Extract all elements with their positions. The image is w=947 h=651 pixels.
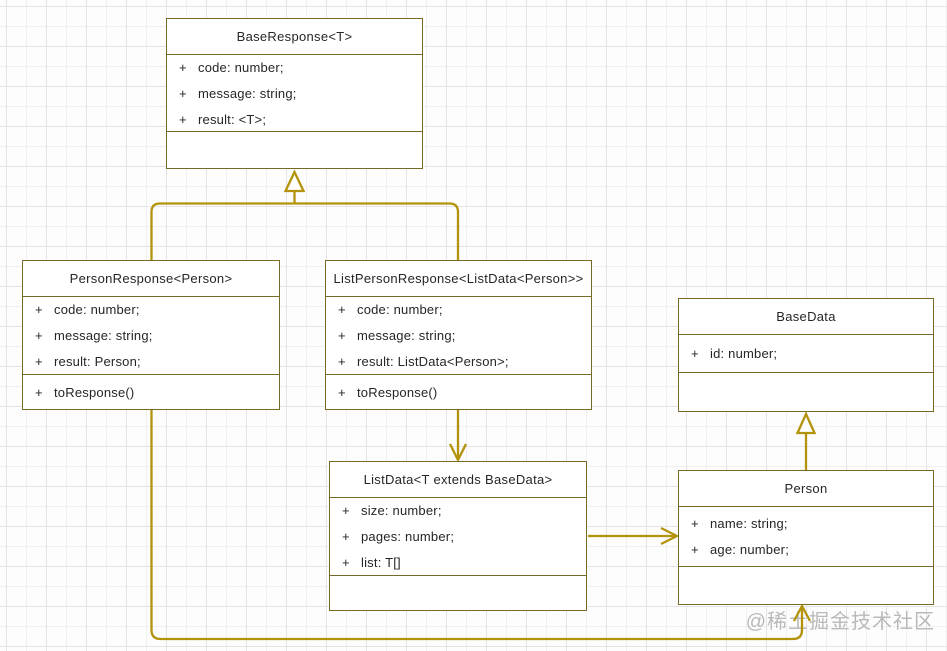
class-member-row: + id: number; (679, 341, 933, 367)
watermark-text: @稀土掘金技术社区 (745, 611, 935, 633)
generalization-person-to-basedata-arrow (795, 411, 817, 470)
class-box-person: Person + name: string; + age: number; (678, 470, 934, 605)
methods-section-empty (167, 132, 422, 168)
visibility-symbol: + (35, 328, 43, 343)
visibility-symbol: + (338, 384, 346, 400)
class-member-row: + message: string; (167, 80, 422, 106)
class-member-row: + toResponse() (23, 379, 279, 405)
visibility-symbol: + (691, 516, 699, 531)
visibility-symbol: + (179, 85, 187, 101)
class-member-row: + result: Person; (23, 349, 279, 375)
class-member-row: + size: number; (330, 498, 586, 524)
class-member-row: + message: string; (326, 323, 591, 349)
visibility-symbol: + (691, 346, 699, 361)
class-title: PersonResponse<Person> (23, 261, 279, 297)
member-text: message: string; (357, 328, 456, 343)
methods-section-empty (679, 567, 933, 604)
visibility-symbol: + (691, 542, 699, 557)
member-text: age: number; (710, 542, 790, 557)
visibility-symbol: + (338, 302, 346, 317)
class-title: ListData<T extends BaseData> (330, 462, 586, 498)
association-listdata-to-person-arrow (588, 526, 679, 546)
attributes-section: + code: number; + message: string; + result: … (167, 55, 422, 132)
visibility-symbol: + (179, 111, 187, 127)
visibility-symbol: + (179, 59, 187, 75)
attributes-section: + code: number; + message: string; + result: … (326, 297, 591, 375)
class-title: BaseData (679, 299, 933, 335)
class-member-row: + code: number; (326, 297, 591, 323)
methods-section-empty (679, 373, 933, 411)
attributes-section: + name: string; + age: number; (679, 507, 933, 567)
visibility-symbol: + (342, 503, 350, 518)
class-member-row: + age: number; (679, 537, 933, 563)
class-member-row: + name: string; (679, 511, 933, 537)
class-member-row: + result: ListData<Person>; (326, 349, 591, 375)
member-text: message: string; (198, 85, 297, 101)
visibility-symbol: + (338, 328, 346, 343)
methods-section-empty (330, 576, 586, 610)
member-text: pages: number; (361, 529, 455, 544)
class-member-row: + code: number; (23, 297, 279, 323)
member-text: list: T[] (361, 555, 401, 570)
attributes-section: + code: number; + message: string; + result: … (23, 297, 279, 375)
class-title: ListPersonResponse<ListData<Person>> (326, 261, 591, 297)
visibility-symbol: + (342, 555, 350, 570)
class-box-listdata: ListData<T extends BaseData> + size: numb… (329, 461, 587, 611)
class-member-row: + pages: number; (330, 524, 586, 550)
member-text: code: number; (198, 59, 284, 75)
visibility-symbol: + (342, 529, 350, 544)
generalization-responses-to-baseresponse-arrow (150, 169, 460, 260)
member-text: toResponse() (357, 384, 438, 400)
member-text: result: ListData<Person>; (357, 354, 509, 369)
class-member-row: + message: string; (23, 323, 279, 349)
class-title: Person (679, 471, 933, 507)
class-box-basedata: BaseData + id: number; (678, 298, 934, 412)
member-text: message: string; (54, 328, 153, 343)
association-listpersonresponse-to-listdata-arrow (448, 410, 468, 462)
methods-section: + toResponse() (326, 375, 591, 409)
member-text: id: number; (710, 346, 778, 361)
member-text: name: string; (710, 516, 788, 531)
class-box-baseresponse: BaseResponse<T> + code: number; + message: … (166, 18, 423, 169)
visibility-symbol: + (35, 302, 43, 317)
attributes-section: + id: number; (679, 335, 933, 373)
class-box-personresponse: PersonResponse<Person> + code: number; + me… (22, 260, 280, 410)
class-member-row: + toResponse() (326, 379, 591, 405)
class-title: BaseResponse<T> (167, 19, 422, 55)
member-text: result: Person; (54, 354, 141, 369)
visibility-symbol: + (338, 354, 346, 369)
member-text: size: number; (361, 503, 442, 518)
class-member-row: + result: <T>; (167, 106, 422, 131)
class-member-row: + list: T[] (330, 550, 586, 576)
visibility-symbol: + (35, 354, 43, 369)
methods-section: + toResponse() (23, 375, 279, 409)
member-text: code: number; (357, 302, 443, 317)
member-text: toResponse() (54, 384, 135, 400)
attributes-section: + size: number; + pages: number; + list: T[] (330, 498, 586, 576)
visibility-symbol: + (35, 384, 43, 400)
member-text: code: number; (54, 302, 140, 317)
class-member-row: + code: number; (167, 55, 422, 80)
class-box-listpersonresponse: ListPersonResponse<ListData<Person>> + co… (325, 260, 592, 410)
member-text: result: <T>; (198, 111, 267, 127)
